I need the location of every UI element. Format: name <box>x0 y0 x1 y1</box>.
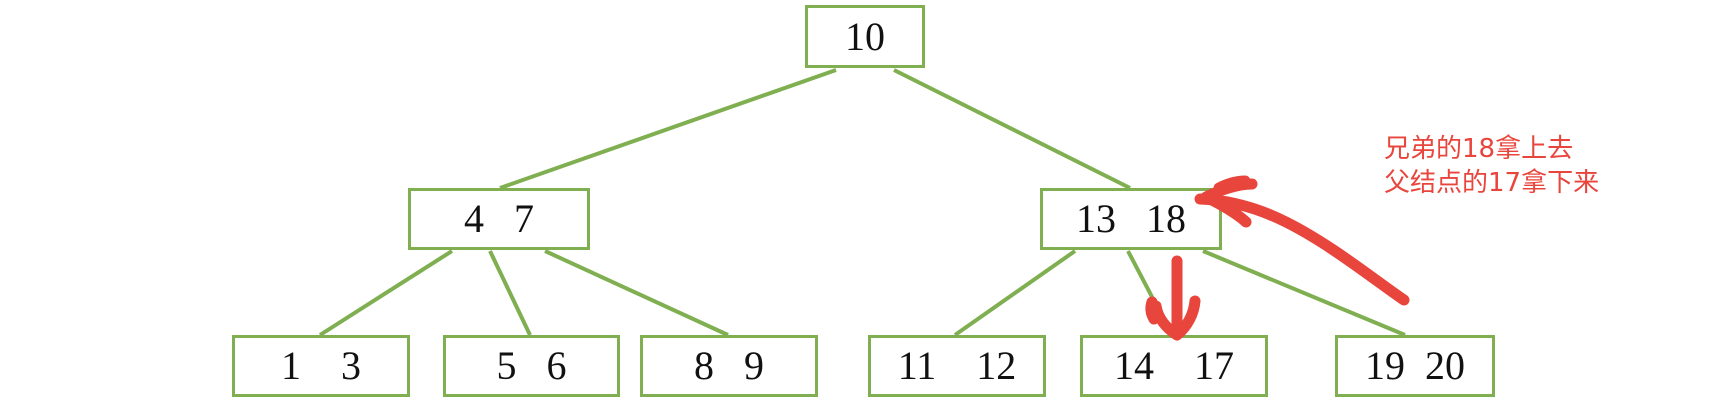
tree-node-leaf3: 8 9 <box>640 335 818 397</box>
tree-edge-root-to-right <box>893 68 1131 190</box>
tree-edge-left-to-leaf1 <box>318 249 454 337</box>
tree-edge-root-to-left <box>499 68 837 190</box>
tree-node-leaf1: 1 3 <box>232 335 410 397</box>
curved-arrow-to-parent-icon <box>1194 175 1410 306</box>
tree-edge-left-to-leaf3 <box>544 249 729 337</box>
tree-edge-right-to-leaf6 <box>1202 249 1406 337</box>
tree-node-left: 4 7 <box>408 188 590 250</box>
tree-edge-right-to-leaf4 <box>953 249 1077 337</box>
tree-node-leaf5: 14 17 <box>1080 335 1268 397</box>
down-arrow-to-leaf-icon <box>1145 255 1201 341</box>
tree-edge-left-to-leaf2 <box>488 250 532 336</box>
annotation-note: 兄弟的18拿上去父结点的17拿下来 <box>1384 132 1599 201</box>
annotation-note-line-2: 父结点的17拿下来 <box>1384 168 1600 199</box>
tree-node-leaf4: 11 12 <box>868 335 1046 397</box>
tree-node-root: 10 <box>805 5 925 68</box>
tree-node-leaf6: 19 20 <box>1335 335 1495 397</box>
tree-node-leaf2: 5 6 <box>443 335 620 397</box>
tree-node-right: 13 18 <box>1040 188 1222 250</box>
annotation-note-line-1: 兄弟的18拿上去 <box>1384 134 1574 164</box>
